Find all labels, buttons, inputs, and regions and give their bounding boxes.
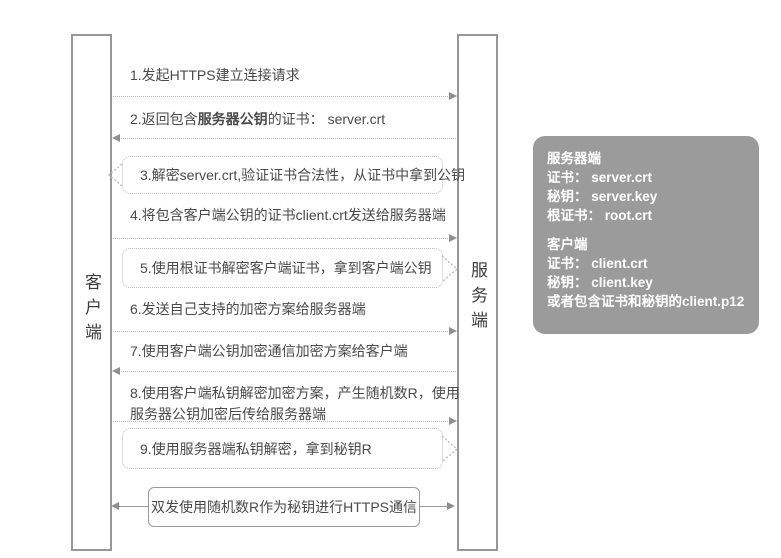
panel-section-gap — [547, 225, 745, 235]
message-9-label: 9.使用服务器端私钥解密，拿到秘钥R — [140, 440, 372, 457]
message-5-label: 5.使用根证书解密客户端证书，拿到客户端公钥 — [140, 260, 432, 276]
server-actor-label: 服务端 — [468, 260, 487, 336]
client-lifeline-bar — [71, 34, 112, 551]
message-2-prefix: 2.返回包含 — [130, 111, 198, 127]
message-6-arrowhead-right-icon — [449, 327, 457, 335]
server-lifeline-bar — [457, 34, 498, 551]
message-5-tail-right-icon — [441, 255, 458, 283]
panel-server-root-cert: 根证书： root.crt — [547, 208, 653, 223]
message-5-note: 5.使用根证书解密客户端证书，拿到客户端公钥 — [122, 248, 443, 288]
panel-server-title: 服务器端 — [547, 151, 601, 166]
message-3-note: 3.解密server.crt,验证证书合法性，从证书中拿到公钥 — [122, 156, 465, 194]
message-4-label: 4.将包含客户端公钥的证书client.crt发送给服务器端 — [130, 207, 446, 223]
message-8-line — [113, 421, 450, 422]
message-4-arrowhead-right-icon — [449, 234, 457, 242]
message-9-note: 9.使用服务器端私钥解密，拿到秘钥R — [122, 428, 443, 469]
final-message-box: 双发使用随机数R作为秘钥进行HTTPS通信 — [148, 487, 420, 527]
message-7-arrowhead-left-icon — [112, 367, 120, 375]
server-actor: 服务端 — [457, 228, 498, 368]
message-7-label: 7.使用客户端公钥加密通信加密方案给客户端 — [130, 343, 408, 359]
final-line-left — [119, 506, 148, 507]
credentials-panel: 服务器端 证书： server.crt 秘钥： server.key 根证书： … — [533, 136, 759, 334]
message-9-tail-right-icon — [441, 435, 458, 463]
panel-server-cert: 证书： server.crt — [547, 170, 653, 185]
panel-server-key: 秘钥： server.key — [547, 189, 658, 204]
message-1-label: 1.发起HTTPS建立连接请求 — [130, 67, 300, 83]
panel-client-p12: 或者包含证书和秘钥的client.p12 — [547, 294, 745, 309]
final-message-label: 双发使用随机数R作为秘钥进行HTTPS通信 — [151, 499, 417, 515]
message-3-label: 3.解密server.crt,验证证书合法性，从证书中拿到公钥 — [140, 167, 466, 183]
message-6-label: 6.发送自己支持的加密方案给服务器端 — [130, 301, 366, 317]
message-4-line — [113, 238, 450, 239]
client-actor-label: 客户端 — [82, 272, 101, 348]
final-line-right — [420, 506, 448, 507]
message-3-tail-left-icon — [108, 163, 123, 187]
panel-client-cert: 证书： client.crt — [547, 256, 648, 271]
message-1-line — [113, 96, 450, 97]
panel-client-key: 秘钥： client.key — [547, 275, 653, 290]
message-7-line — [119, 371, 456, 372]
message-8-label: 8.使用客户端私钥解密加密方案，产生随机数R，使用服务器公钥加密后传给服务器端 — [130, 385, 460, 422]
final-arrowhead-right-icon — [447, 502, 455, 510]
message-1-arrowhead-right-icon — [449, 92, 457, 100]
panel-client-title: 客户端 — [547, 237, 588, 252]
message-8-arrowhead-right-icon — [449, 417, 457, 425]
message-2-suffix: 的证书： server.crt — [267, 111, 386, 127]
message-2-line — [119, 138, 456, 139]
final-arrowhead-left-icon — [111, 502, 119, 510]
message-2-arrowhead-left-icon — [112, 134, 120, 142]
message-6-line — [113, 331, 450, 332]
message-2-bold: 服务器公钥 — [197, 111, 268, 127]
client-actor: 客户端 — [71, 240, 112, 380]
message-2-label: 2.返回包含服务器公钥的证书： server.crt — [130, 109, 385, 129]
